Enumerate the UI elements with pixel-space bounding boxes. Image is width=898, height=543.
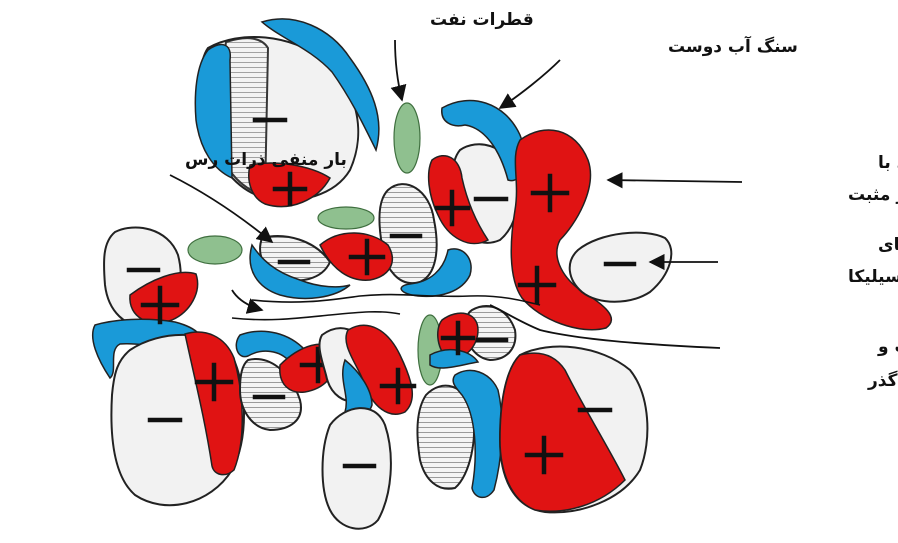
label-silica-line1: بار منفی دانه های [878,235,898,255]
label-silica-line2: سیلیکا [848,267,898,287]
water-wet-rock-shape [430,350,478,368]
arrow-asphaltene [608,180,742,182]
label-oil-droplets: قطرات نفت [430,10,534,30]
arrow-water-wet-rock [500,60,560,108]
label-clay-negative: بار منفی ذرات رس [185,150,347,170]
grain-bottom-right [500,347,647,513]
channel-lower-line [232,312,400,320]
grain-silica-right [570,233,672,302]
label-water-wet-rock: سنگ آب دوست [668,35,798,57]
oil-droplet [394,103,420,173]
arrow-oil-droplets [395,40,402,100]
label-channel-line1: کانالہ شدن آب و [877,335,898,357]
grain-center-lower [319,325,414,416]
label-asphaltene-line1: آسفالتین های با [878,151,898,173]
label-channel-line2: نفت کنار گذر [867,370,898,391]
oil-droplet [188,236,242,264]
oil-droplet [318,207,374,229]
grain-lower-center-hatched [418,370,502,497]
grain-bottom-center [323,408,391,529]
grain-right-center-small [430,306,515,368]
grain-upper-center-right [429,101,525,244]
grain-middle-center-left [250,233,392,298]
grain-lower-left [111,332,244,505]
label-asphaltene-line2: بار مثبت [848,185,898,205]
